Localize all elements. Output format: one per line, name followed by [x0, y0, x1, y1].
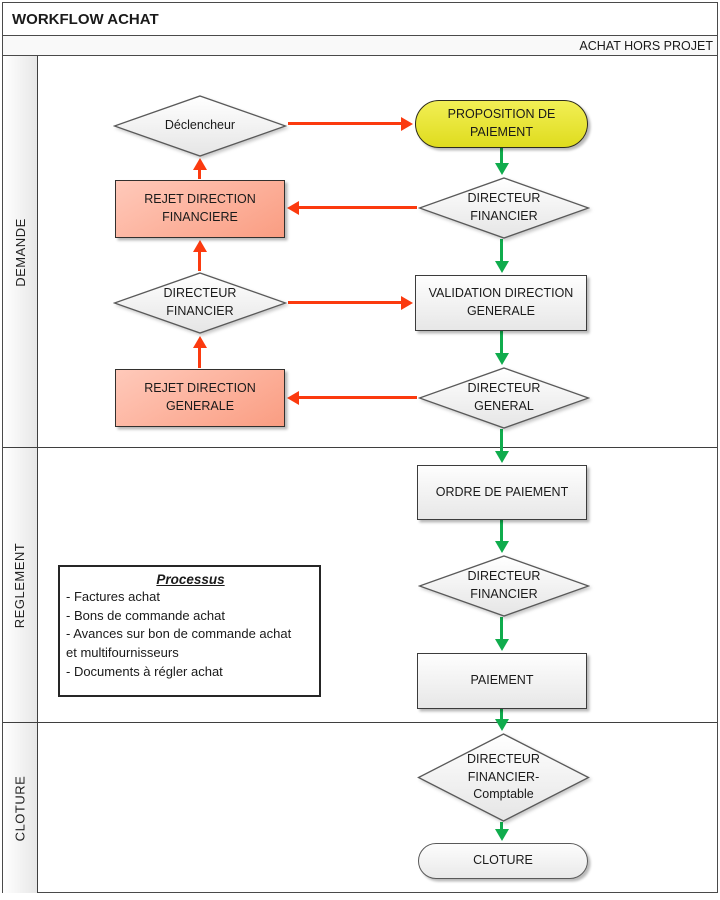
node-directeur-general-label: DIRECTEUR GENERAL: [467, 381, 541, 413]
connector-dirfin3-to-paiement: [500, 617, 503, 639]
node-paiement: PAIEMENT: [417, 653, 587, 709]
connector-validation-to-dirgeneral: [500, 331, 503, 353]
lane-demande: DEMANDE: [3, 56, 38, 448]
connector-rejet-generale-to-dirfin2: [198, 348, 201, 368]
node-directeur-financier-1-label: DIRECTEUR FINANCIER: [467, 191, 541, 223]
node-ordre-de-paiement-label: ORDRE DE PAIEMENT: [435, 484, 569, 499]
workflow-title-bar: WORKFLOW ACHAT: [2, 2, 718, 36]
connector-dirgeneral-to-ordre: [500, 429, 503, 451]
node-directeur-financier-3: DIRECTEUR FINANCIER: [418, 555, 590, 617]
connector-dirgeneral-to-rejet-generale: [299, 396, 417, 399]
node-declencheur: Déclencheur: [113, 95, 287, 157]
lane-reglement-label: REGLEMENT: [12, 542, 28, 629]
node-rejet-direction-generale: REJET DIRECTION GENERALE: [115, 369, 285, 427]
processus-note: Processus - Factures achat - Bons de com…: [58, 565, 321, 697]
node-rejet-direction-financiere-label: REJET DIRECTION FINANCIERE: [144, 192, 256, 224]
processus-note-item: - Avances sur bon de commande achat et m…: [66, 626, 292, 661]
connector-paiement-to-dirfin-comptable: [500, 709, 503, 719]
node-directeur-financier-3-label: DIRECTEUR FINANCIER: [467, 569, 541, 601]
node-cloture: CLOTURE: [418, 843, 588, 879]
processus-note-item: - Factures achat: [66, 589, 160, 604]
diamond-shape: [418, 367, 590, 429]
node-validation-direction-generale: VALIDATION DIRECTION GENERALE: [415, 275, 587, 331]
connector-ordre-to-dirfin3: [500, 520, 503, 541]
node-validation-direction-generale-label: VALIDATION DIRECTION GENERALE: [428, 286, 574, 318]
lane-demande-label: DEMANDE: [12, 217, 28, 287]
processus-note-item: - Documents à régler achat: [66, 663, 223, 679]
connector-dirfin2-to-rejet-financiere: [198, 252, 201, 271]
node-directeur-financier-2: DIRECTEUR FINANCIER: [113, 272, 287, 334]
node-directeur-financier-comptable-label: DIRECTEUR FINANCIER- Comptable: [467, 751, 540, 802]
node-directeur-financier-1: DIRECTEUR FINANCIER: [418, 177, 590, 239]
node-declencheur-label: Déclencheur: [164, 118, 236, 133]
workflow-subtitle-bar: ACHAT HORS PROJET: [2, 36, 718, 56]
node-cloture-label: CLOTURE: [473, 853, 533, 868]
connector-dirfin1-to-validation: [500, 239, 503, 261]
page-title: WORKFLOW ACHAT: [12, 10, 159, 28]
node-rejet-direction-generale-label: REJET DIRECTION GENERALE: [144, 381, 256, 413]
connector-dirfin-comptable-to-cloture: [500, 822, 503, 829]
lane-cloture: CLOTURE: [3, 723, 38, 893]
diamond-shape: [113, 95, 287, 157]
node-ordre-de-paiement: ORDRE DE PAIEMENT: [417, 465, 587, 520]
diamond-shape: [113, 272, 287, 334]
connector-proposition-to-dirfin1: [500, 148, 503, 163]
node-directeur-general: DIRECTEUR GENERAL: [418, 367, 590, 429]
connector-dirfin1-to-rejet-financiere: [299, 206, 417, 209]
processus-note-title: Processus: [156, 572, 225, 587]
lane-reglement: REGLEMENT: [3, 448, 38, 723]
connector-declencheur-to-proposition: [288, 122, 401, 125]
diamond-shape: [417, 733, 590, 822]
workflow-subtitle: ACHAT HORS PROJET: [579, 38, 713, 53]
node-directeur-financier-2-label: DIRECTEUR FINANCIER: [163, 286, 237, 318]
lane-divider-demande-reglement: [3, 447, 717, 448]
diamond-shape: [418, 555, 590, 617]
node-proposition-paiement-label: PROPOSITION DE PAIEMENT: [447, 107, 556, 139]
connector-dirfin2-to-validation: [288, 301, 401, 304]
connector-rejet-financiere-to-declencheur: [198, 170, 201, 179]
node-rejet-direction-financiere: REJET DIRECTION FINANCIERE: [115, 180, 285, 238]
node-proposition-paiement: PROPOSITION DE PAIEMENT: [415, 100, 588, 148]
processus-note-item: - Bons de commande achat: [66, 607, 225, 623]
node-paiement-label: PAIEMENT: [470, 673, 534, 688]
lane-cloture-label: CLOTURE: [12, 775, 28, 841]
lane-divider-reglement-cloture: [3, 722, 717, 723]
node-directeur-financier-comptable: DIRECTEUR FINANCIER- Comptable: [417, 733, 590, 822]
diamond-shape: [418, 177, 590, 239]
